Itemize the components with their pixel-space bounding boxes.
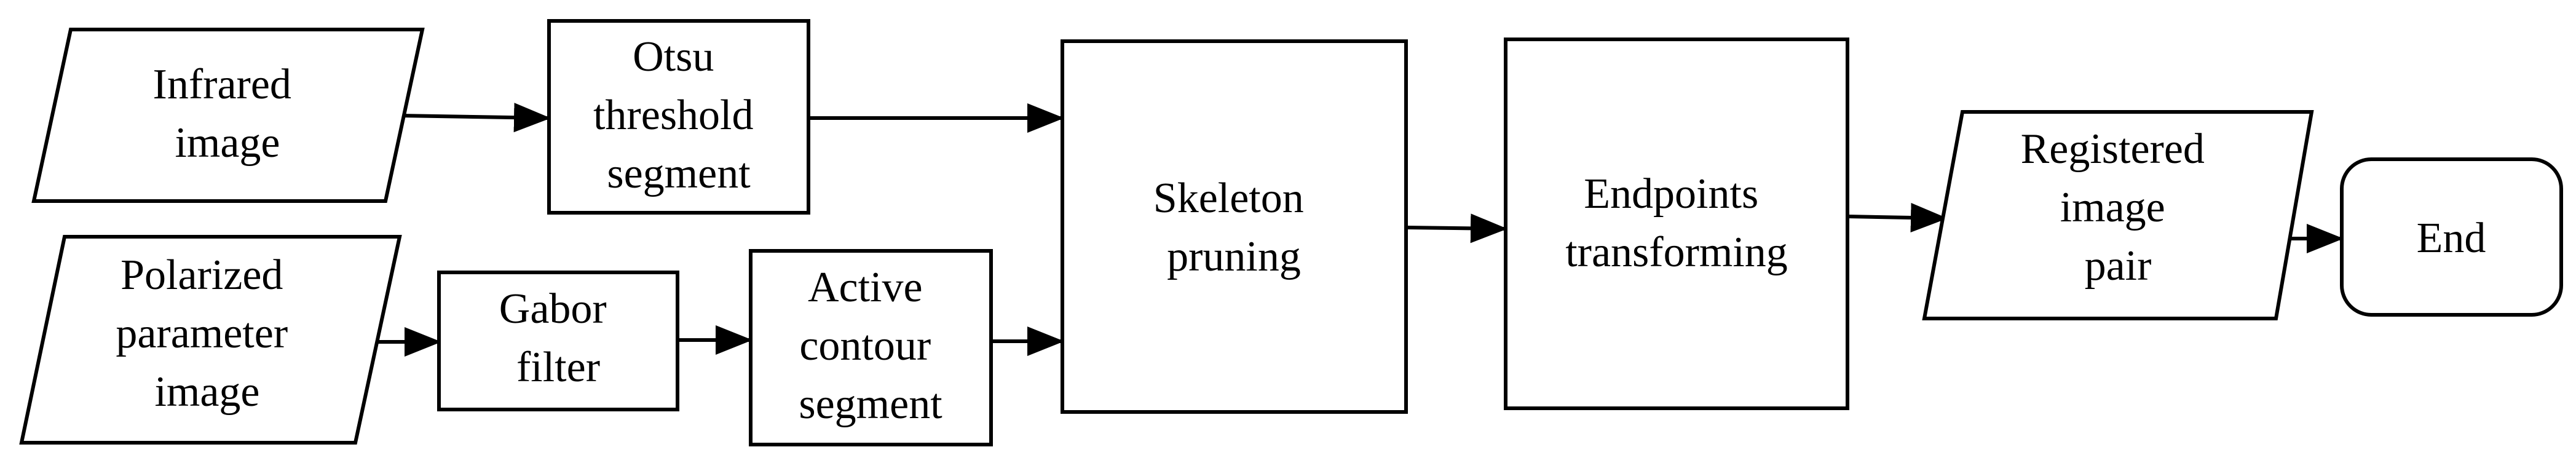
node-gabor-filter: Gabor filter — [437, 271, 679, 411]
gabor-filter-label: Gabor filter — [499, 285, 617, 391]
active-contour-segment-shape — [749, 249, 993, 446]
node-active-contour-segment: Active contour segment — [749, 249, 993, 446]
otsu-threshold-segment-label: Otsu threshold segment — [593, 33, 764, 197]
edge-endpoints-to-registered — [1847, 202, 1948, 232]
node-end: End — [2340, 157, 2563, 317]
otsu-threshold-segment-shape — [547, 19, 810, 215]
node-polarized-parameter-image: Polarized parameter image — [19, 235, 402, 445]
skeleton-pruning-shape — [1061, 39, 1408, 414]
edge-skeleton-to-endpoints — [1405, 213, 1507, 243]
registered-image-pair-shape — [1922, 110, 2314, 320]
endpoints-transforming-label: Endpoints transforming — [1565, 170, 1788, 276]
skeleton-pruning-label: Skeleton pruning — [1153, 175, 1314, 280]
polarized-parameter-image-label: Polarized parameter image — [116, 251, 298, 416]
polarized-parameter-image-shape — [19, 235, 402, 445]
end-label: End — [2417, 215, 2486, 262]
endpoints-transforming-shape — [1504, 38, 1849, 410]
node-endpoints-transforming: Endpoints transforming — [1504, 38, 1849, 410]
end-shape — [2340, 157, 2563, 317]
active-contour-segment-label: Active contour segment — [799, 264, 942, 428]
infrared-image-shape — [31, 28, 425, 203]
node-registered-image-pair: Registered image pair — [1922, 110, 2314, 320]
edge-infrared-to-otsu — [400, 103, 551, 133]
edges — [375, 103, 2344, 357]
node-skeleton-pruning: Skeleton pruning — [1061, 39, 1408, 414]
node-otsu-threshold-segment: Otsu threshold segment — [547, 19, 810, 215]
gabor-filter-shape — [437, 271, 679, 411]
infrared-image-label: Infrared image — [153, 61, 302, 167]
node-infrared-image: Infrared image — [31, 28, 425, 203]
registered-image-pair-label: Registered image pair — [2021, 125, 2216, 290]
